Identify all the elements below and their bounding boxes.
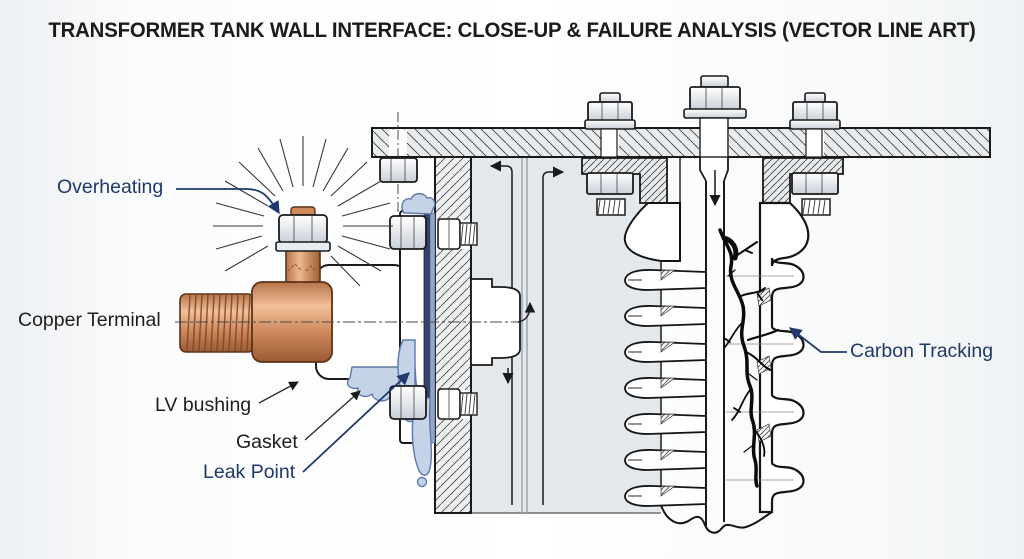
hv-flange-bolts [584, 75, 841, 216]
overheating-leader [176, 188, 280, 215]
tank-top-plate [371, 127, 991, 158]
terminal-nut [278, 214, 328, 244]
carbon-tracking-marks [718, 228, 780, 488]
label-carbon-tracking: Carbon Tracking [850, 340, 994, 362]
terminal-washer [275, 241, 331, 252]
diagram-title: TRANSFORMER TANK WALL INTERFACE: CLOSE-U… [48, 19, 976, 42]
copper-terminal-part [179, 206, 333, 363]
label-lv-bushing: LV bushing [155, 394, 252, 416]
carbon-tracking-leader [789, 327, 847, 353]
leak-point-leader [302, 372, 410, 473]
gasket-leader [304, 390, 361, 441]
lv-centerline [175, 301, 536, 323]
hv-bushing-porcelain [623, 156, 810, 534]
lv-bushing-leader [258, 381, 299, 404]
label-leak-point: Leak Point [203, 461, 296, 483]
label-gasket: Gasket [236, 431, 298, 453]
heat-rays [213, 136, 393, 287]
leader-lines [176, 188, 847, 473]
tank-side-wall [434, 156, 472, 514]
oil-flow-arrows [489, 158, 721, 513]
label-overheating: Overheating [57, 176, 164, 198]
label-copper-terminal: Copper Terminal [18, 309, 161, 331]
hv-clamp-flange [581, 157, 844, 204]
